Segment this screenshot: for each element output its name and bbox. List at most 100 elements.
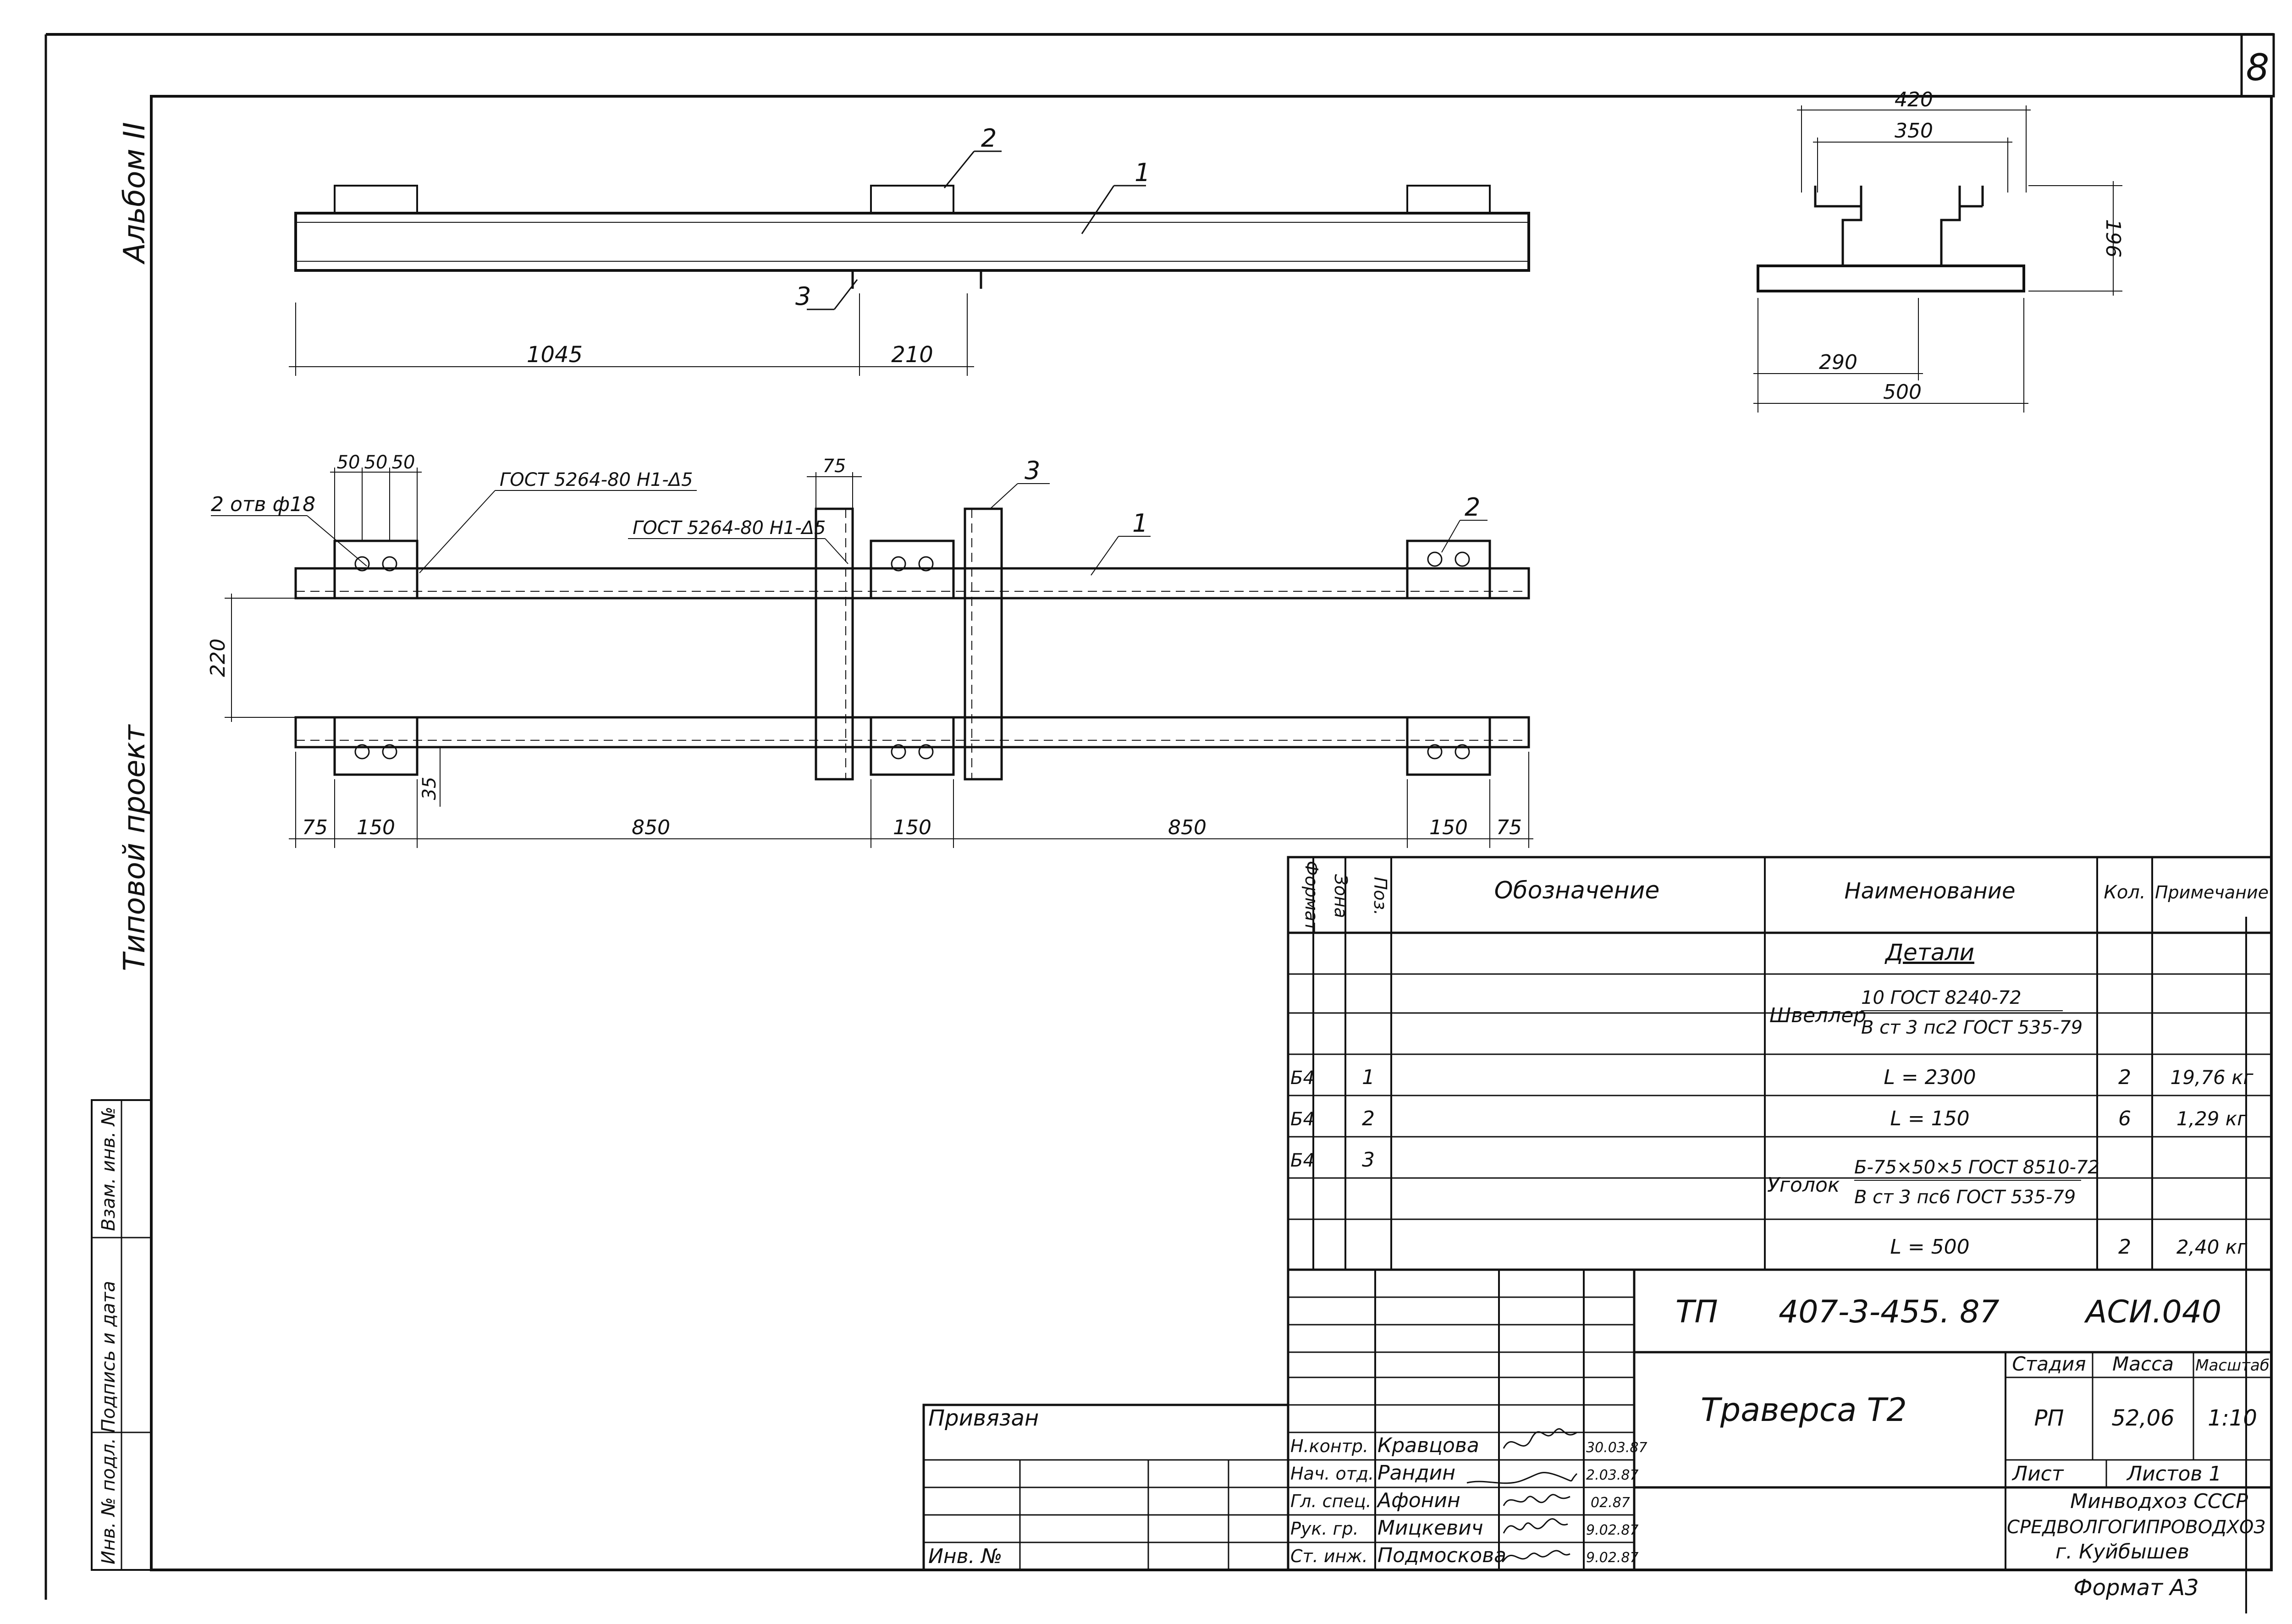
signer-date: 02.87 (1591, 1495, 1630, 1511)
signer-row: Ст. инж. Подмоскова 9.02.87 (1290, 1544, 1639, 1567)
spec-row4-note: 2,40 кг (2176, 1236, 2248, 1258)
spec-header-note: Примечание (2155, 882, 2269, 903)
plan-weld-note-2: ГОСТ 5264-80 Н1-Δ5 (633, 517, 826, 539)
signer-date: 9.02.87 (1586, 1522, 1639, 1538)
title-block: ТП 407-3-455. 87 АСИ.040 Траверса Т2 Ста… (922, 1268, 2273, 1571)
spec-row2-qty: 6 (2118, 1107, 2131, 1130)
spec-header-designation: Обозначение (1494, 877, 1660, 904)
plan-holes-note: 2 отв ф18 (211, 493, 315, 516)
spec-row3-pos: 3 (1362, 1148, 1375, 1172)
plan-callout-3: 3 (1025, 456, 1040, 485)
sheet-label: Лист (2011, 1462, 2064, 1486)
signature-mark (1466, 1472, 1578, 1484)
signer-name: Мицкевич (1377, 1516, 1483, 1540)
mass-value: 52,06 (2111, 1405, 2174, 1431)
format-label: Формат А3 (2073, 1575, 2198, 1601)
sheets-label: Листов 1 (2126, 1462, 2221, 1486)
signer-date: 2.03.87 (1586, 1467, 1639, 1483)
front-dim-1045: 1045 (527, 342, 583, 368)
channel-spec-top: 10 ГОСТ 8240-72 (1861, 987, 2022, 1008)
side-podpis-data: Подпись и дата (98, 1281, 119, 1432)
plan-bottom-dim-850b: 850 (1168, 816, 1207, 839)
plan-top-dim-50b: 50 (364, 452, 388, 473)
signer-role: Нач. отд. (1290, 1464, 1374, 1484)
angle-prefix: Уголок (1767, 1173, 1840, 1197)
front-callout-2: 2 (981, 124, 997, 153)
inv-label: Инв. № (928, 1545, 1002, 1568)
signer-row: Нач. отд. Рандин 2.03.87 (1290, 1461, 1639, 1485)
section-view: 420 350 196 290 500 (1753, 88, 2125, 413)
plan-callout-2: 2 (1465, 493, 1480, 522)
channel-prefix: Швеллер (1769, 1004, 1866, 1027)
spec-row4-name: L = 500 (1890, 1235, 1969, 1259)
signer-row: Рук. гр. Мицкевич 9.02.87 (1290, 1516, 1639, 1540)
angle-spec-top: Б-75×50×5 ГОСТ 8510-72 (1854, 1157, 2099, 1178)
sheet-number: 8 (2246, 46, 2270, 89)
section-dim-420: 420 (1895, 88, 1933, 111)
signer-role: Н.контр. (1290, 1436, 1368, 1456)
side-vzam-inv: Взам. инв. № (98, 1107, 119, 1231)
signer-date: 30.03.87 (1586, 1440, 1647, 1456)
mass-label: Масса (2112, 1353, 2174, 1375)
spec-header-zone: Зона (1331, 874, 1351, 918)
org-city: г. Куйбышев (2055, 1540, 2189, 1563)
signer-row: Гл. спец. Афонин 02.87 (1290, 1489, 1630, 1512)
spec-row2-name: L = 150 (1890, 1107, 1969, 1130)
plan-bottom-dim-75b: 75 (1496, 816, 1522, 839)
signer-name: Афонин (1376, 1489, 1460, 1512)
signature-mark (1503, 1494, 1570, 1506)
scale-label: Масштаб (2195, 1356, 2270, 1375)
project-type-label: Типовой проект (118, 724, 152, 971)
channel-spec-bottom: В ст 3 пс2 ГОСТ 535-79 (1861, 1017, 2083, 1038)
spec-header-qty: Кол. (2104, 882, 2145, 903)
front-callout-3: 3 (795, 282, 811, 311)
spec-row1-name: L = 2300 (1884, 1066, 1976, 1089)
plan-view: 2 отв ф18 ГОСТ 5264-80 Н1-Δ5 ГОСТ 5264-8… (206, 452, 1533, 848)
front-view: 2 1 3 1045 210 (289, 124, 1530, 376)
signer-row: Н.контр. Кравцова 30.03.87 (1290, 1428, 1647, 1457)
plan-bottom-dim-150b: 150 (893, 816, 931, 839)
spec-row1-format: Б4 (1290, 1068, 1315, 1089)
spec-row2-note: 1,29 кг (2176, 1107, 2248, 1130)
signer-role: Рук. гр. (1290, 1519, 1359, 1539)
spec-row1-pos: 1 (1362, 1066, 1375, 1089)
scale-value: 1:10 (2208, 1405, 2257, 1431)
signer-name: Подмоскова (1377, 1544, 1506, 1567)
sheet-number-box: 8 (2240, 33, 2275, 98)
section-dim-350: 350 (1895, 119, 1933, 143)
signer-role: Гл. спец. (1290, 1491, 1372, 1511)
spec-row2-pos: 2 (1362, 1107, 1375, 1130)
plan-dim-220: 220 (206, 639, 230, 677)
album-label: Альбом II (118, 122, 152, 264)
org-ministry: Минводхоз СССР (2070, 1490, 2248, 1513)
angle-spec-bottom: В ст 3 пс6 ГОСТ 535-79 (1854, 1187, 2076, 1208)
spec-row4-qty: 2 (2118, 1235, 2131, 1259)
spec-row1-qty: 2 (2118, 1066, 2131, 1089)
plan-top-dim-50a: 50 (337, 452, 360, 473)
front-callout-1: 1 (1135, 158, 1150, 187)
signature-mark (1503, 1518, 1568, 1534)
drawing-title: Траверса Т2 (1701, 1391, 1907, 1429)
stage-label: Стадия (2012, 1353, 2086, 1375)
stage-value: РП (2034, 1405, 2064, 1431)
spec-row2-format: Б4 (1290, 1109, 1315, 1130)
spec-header-name: Наименование (1844, 878, 2015, 904)
plan-bottom-dim-850a: 850 (632, 816, 670, 839)
front-dim-210: 210 (891, 342, 933, 368)
section-dim-196: 196 (2101, 219, 2125, 258)
project-code-suffix: АСИ.040 (2084, 1294, 2221, 1330)
signer-name: Кравцова (1377, 1434, 1479, 1457)
spec-section-title: Детали (1884, 939, 1974, 966)
signer-date: 9.02.87 (1586, 1550, 1639, 1566)
signature-mark (1503, 1428, 1577, 1449)
signer-name: Рандин (1377, 1461, 1455, 1485)
plan-callout-1: 1 (1132, 509, 1148, 538)
org-institute: СРЕДВОЛГОГИПРОВОДХОЗ (2007, 1517, 2265, 1538)
bound-label: Привязан (928, 1405, 1039, 1431)
spec-header-format: Формат (1301, 861, 1322, 932)
section-dim-500: 500 (1883, 380, 1922, 404)
plan-bottom-dim-150a: 150 (357, 816, 395, 839)
signature-mark (1503, 1550, 1570, 1561)
plan-weld-note-1: ГОСТ 5264-80 Н1-Δ5 (500, 469, 693, 490)
